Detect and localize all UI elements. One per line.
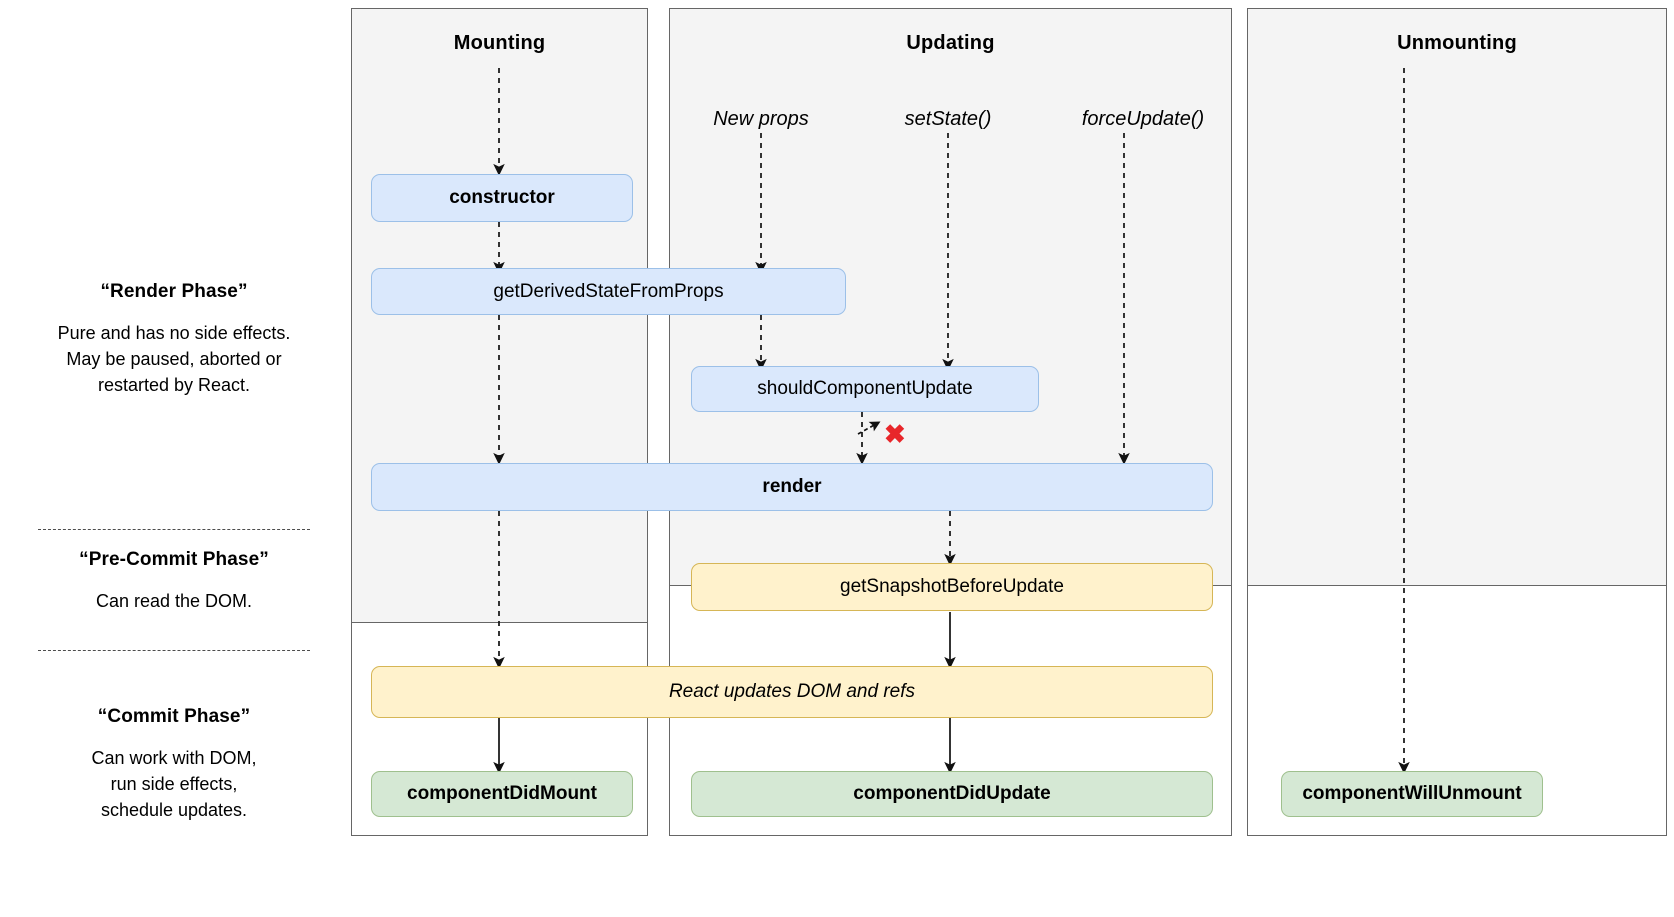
legend-commit-phase: “Commit Phase” Can work with DOM, run si… [0, 705, 348, 823]
trigger-new-props: New props [713, 108, 809, 130]
node-render[interactable]: render [371, 463, 1213, 511]
node-component-will-unmount[interactable]: componentWillUnmount [1281, 771, 1543, 817]
legend-body: Pure and has no side effects. May be pau… [57, 323, 291, 395]
legend-divider-top [38, 529, 310, 530]
node-constructor[interactable]: constructor [371, 174, 633, 222]
legend-title: “Commit Phase” [97, 706, 251, 727]
legend-body: Can work with DOM, run side effects, sch… [91, 748, 257, 820]
node-should-component-update[interactable]: shouldComponentUpdate [691, 366, 1039, 412]
legend-body: Can read the DOM. [95, 591, 253, 611]
node-react-updates-dom-and-refs[interactable]: React updates DOM and refs [371, 666, 1213, 718]
trigger-force-update: forceUpdate() [1081, 108, 1205, 130]
legend-title: “Render Phase” [100, 281, 248, 302]
phase-legend: “Render Phase” Pure and has no side effe… [0, 0, 348, 917]
legend-pre-commit-phase: “Pre-Commit Phase” Can read the DOM. [0, 548, 348, 614]
node-get-snapshot-before-update[interactable]: getSnapshotBeforeUpdate [691, 563, 1213, 611]
legend-title: “Pre-Commit Phase” [79, 549, 269, 570]
node-component-did-update[interactable]: componentDidUpdate [691, 771, 1213, 817]
node-component-did-mount[interactable]: componentDidMount [371, 771, 633, 817]
node-get-derived-state-from-props[interactable]: getDerivedStateFromProps [371, 268, 846, 315]
column-title-unmounting: Unmounting [1397, 32, 1517, 54]
column-title-updating: Updating [906, 32, 995, 54]
column-unmounting [1247, 8, 1667, 836]
column-title-mounting: Mounting [453, 32, 546, 54]
skip-render-x-icon: ✖ [884, 419, 906, 449]
legend-divider-bottom [38, 650, 310, 651]
legend-render-phase: “Render Phase” Pure and has no side effe… [0, 280, 348, 398]
trigger-set-state: setState() [904, 108, 992, 130]
